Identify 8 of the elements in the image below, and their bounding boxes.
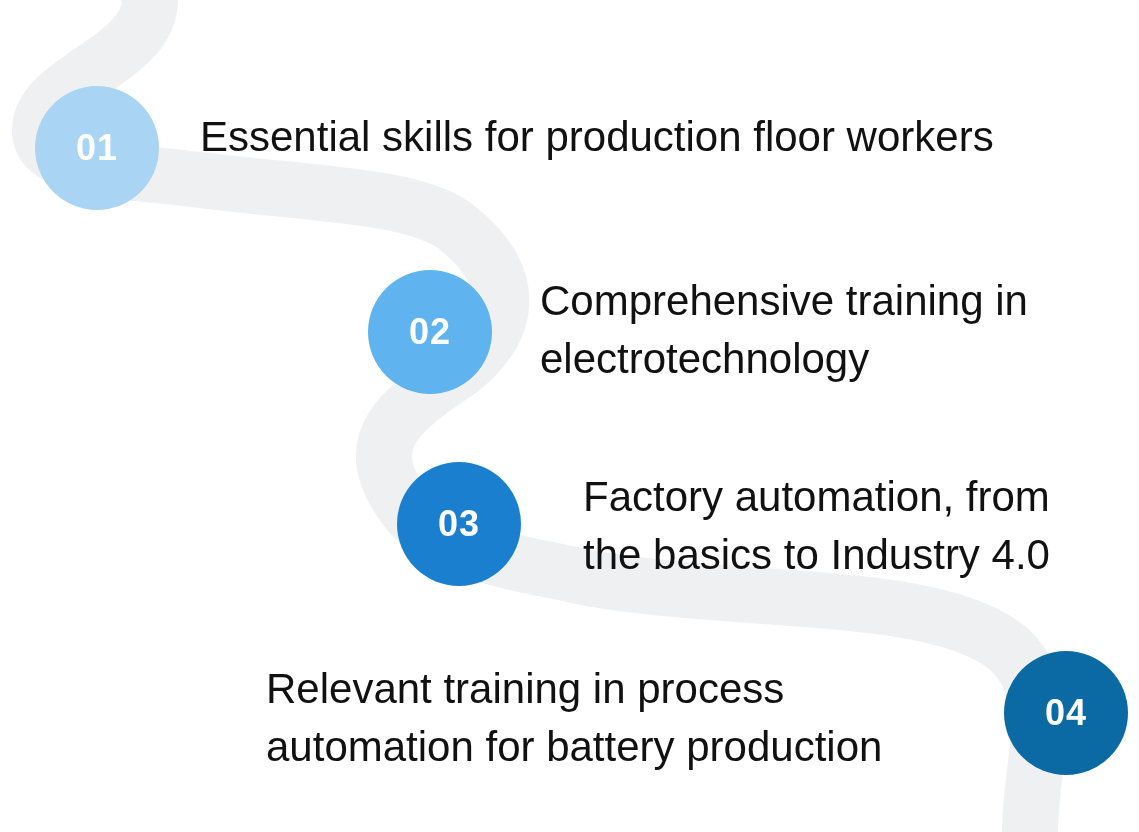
step-description: Factory automation, from the basics to Industry 4.0 xyxy=(583,472,1051,580)
step-number: 03 xyxy=(437,503,480,545)
step-number: 01 xyxy=(75,127,118,169)
step-description: Comprehensive training in electrotechnology xyxy=(540,276,1029,384)
step-description: Essential skills for production floor workers xyxy=(200,112,994,162)
step-number: 02 xyxy=(408,311,451,353)
step-description: Relevant training in process automation for battery production xyxy=(266,664,884,772)
step-number: 04 xyxy=(1044,692,1087,734)
